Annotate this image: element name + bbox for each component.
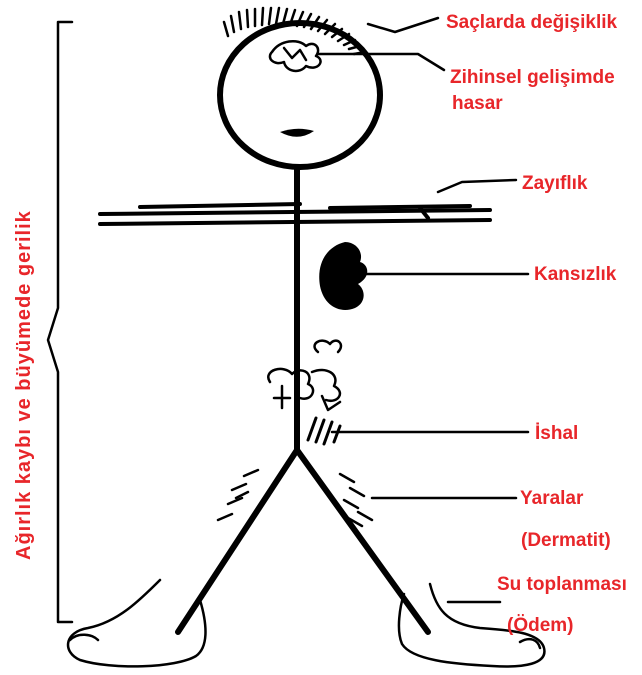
label-mental-1: Zihinsel gelişimde: [450, 67, 615, 88]
mouth: [280, 129, 314, 137]
label-diarrhea: İshal: [535, 423, 578, 444]
legs: [178, 450, 428, 632]
label-wounds-1: Yaralar: [520, 488, 584, 509]
dermatitis-marks: [218, 470, 372, 526]
brain-scribble-icon: [270, 41, 321, 71]
side-label: Ağırlık kaybı ve büyümede gerilik: [13, 210, 35, 560]
hair-strokes: [224, 8, 365, 54]
label-edema-2: (Ödem): [507, 615, 574, 636]
label-wounds-2: (Dermatit): [521, 530, 611, 551]
side-bracket: [48, 22, 72, 622]
label-anemia: Kansızlık: [534, 264, 617, 285]
head: [220, 23, 380, 167]
anemia-blob: [319, 242, 367, 310]
label-mental-2: hasar: [452, 93, 503, 114]
swollen-feet: [68, 580, 544, 666]
label-weakness: Zayıflık: [522, 173, 588, 194]
label-hair: Saçlarda değişiklik: [446, 12, 618, 33]
intestines-icon: [268, 341, 341, 410]
label-edema-1: Su toplanması: [497, 574, 627, 595]
